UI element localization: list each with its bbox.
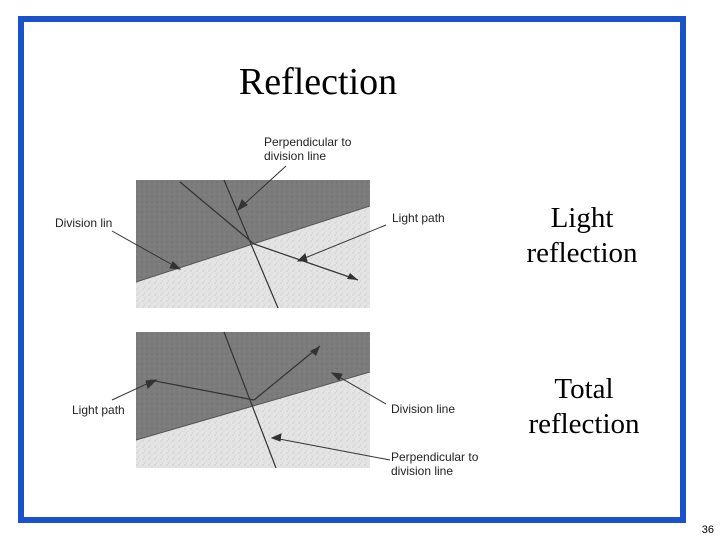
- bottom-perpendicular-label: Perpendicular to division line: [391, 450, 479, 478]
- top-light-path-label: Light path: [392, 211, 445, 225]
- top-perpendicular-label: Perpendicular to division line: [264, 135, 352, 163]
- bottom-light-path-label: Light path: [72, 403, 125, 417]
- top-caption-line1: Light: [550, 202, 614, 234]
- division-line: [136, 205, 370, 283]
- reflected-ray-arrowhead: [347, 273, 358, 280]
- bottom-caption: Total reflection: [499, 372, 669, 442]
- bottom-total-reflection-diagram: [136, 332, 370, 468]
- top-reflection-diagram: [136, 180, 370, 308]
- reflected-ray: [253, 345, 321, 401]
- slide-frame: [18, 16, 686, 523]
- bottom-caption-line1: Total: [554, 373, 614, 405]
- upper-medium-region: [136, 332, 370, 440]
- bottom-division-label: Division line: [391, 402, 456, 416]
- top-caption: Light reflection: [497, 201, 667, 271]
- division-line: [136, 371, 370, 441]
- slide-title: Reflection: [238, 61, 398, 103]
- upper-medium-region: [136, 180, 370, 282]
- bottom-caption-line2: reflection: [528, 408, 640, 440]
- reflected-ray: [253, 243, 359, 281]
- page-number: 36: [701, 524, 714, 536]
- perpendicular-line: [223, 180, 279, 308]
- top-division-label: Division lin: [55, 216, 113, 230]
- top-caption-line2: reflection: [526, 237, 638, 269]
- incident-ray: [149, 379, 255, 401]
- reflected-ray-arrowhead: [310, 346, 320, 356]
- perpendicular-line: [223, 332, 277, 468]
- incident-ray: [179, 181, 255, 245]
